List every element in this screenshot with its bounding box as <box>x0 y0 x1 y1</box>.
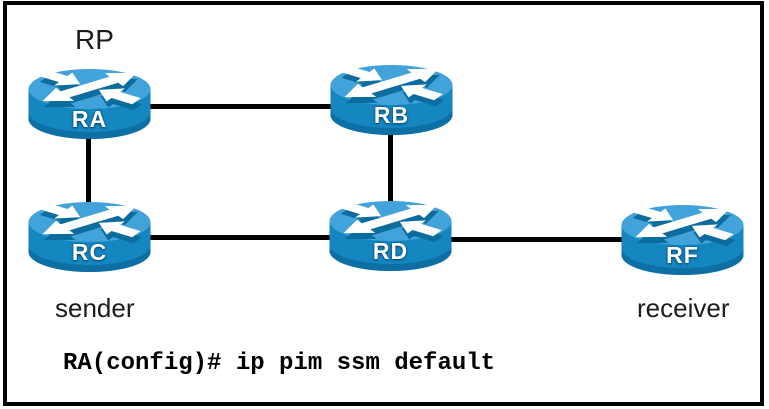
link-ra-rb <box>148 104 333 109</box>
receiver-annotation: receiver <box>637 293 730 323</box>
rp-annotation: RP <box>75 24 114 55</box>
link-rd-rf <box>450 237 625 242</box>
router-rc: RC <box>27 201 152 275</box>
router-label: RA <box>71 106 108 132</box>
link-ra-rc <box>86 138 91 208</box>
cli-command: RA(config)# ip pim ssm default <box>63 350 496 377</box>
router-label: RB <box>373 102 410 128</box>
router-rb: RB <box>329 64 454 138</box>
router-label: RC <box>71 239 108 265</box>
router-rd: RD <box>328 200 453 274</box>
router-label: RF <box>666 242 699 268</box>
link-rb-rd <box>388 134 393 206</box>
router-ra: RA <box>27 68 152 142</box>
diagram-border <box>3 1 764 406</box>
router-rf: RF <box>620 204 745 278</box>
sender-annotation: sender <box>55 293 135 323</box>
router-label: RD <box>372 238 409 264</box>
link-rc-rd <box>148 235 332 240</box>
